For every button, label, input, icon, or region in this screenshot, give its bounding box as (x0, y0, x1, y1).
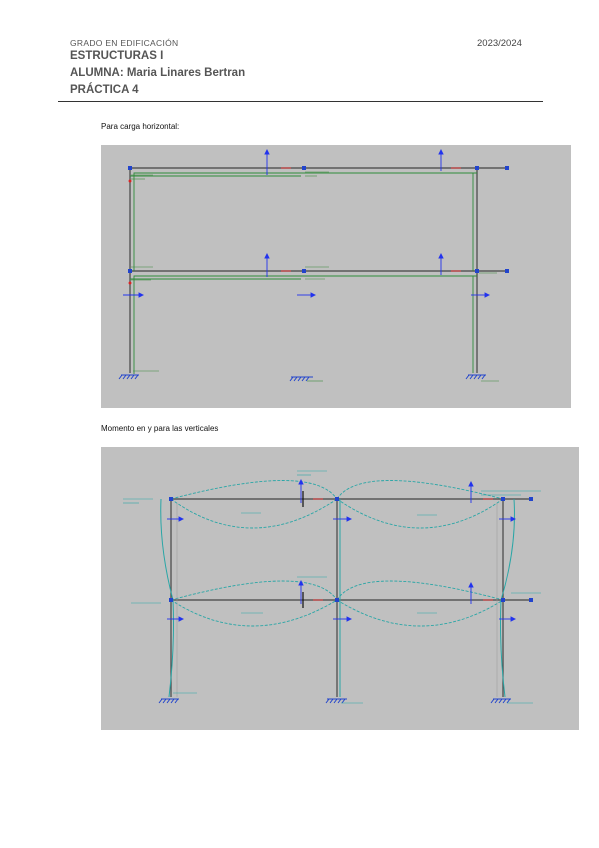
header-year: 2023/2024 (477, 38, 522, 49)
header-course: ESTRUCTURAS I (70, 50, 164, 62)
figure-1-caption: Para carga horizontal: (101, 122, 180, 131)
frame-diagram-moment-vertical (123, 470, 541, 704)
header-student: ALUMNA: Maria Linares Bertran (70, 67, 246, 79)
figure-2-panel (101, 447, 579, 730)
figure-1-panel (101, 145, 571, 408)
figure-2-caption: Momento en y para las verticales (101, 424, 219, 433)
header-practice: PRÁCTICA 4 (70, 84, 139, 96)
header-rule (58, 101, 543, 102)
header-program: GRADO EN EDIFICACIÓN (70, 38, 179, 48)
frame-diagram-horizontal-load (118, 148, 509, 382)
